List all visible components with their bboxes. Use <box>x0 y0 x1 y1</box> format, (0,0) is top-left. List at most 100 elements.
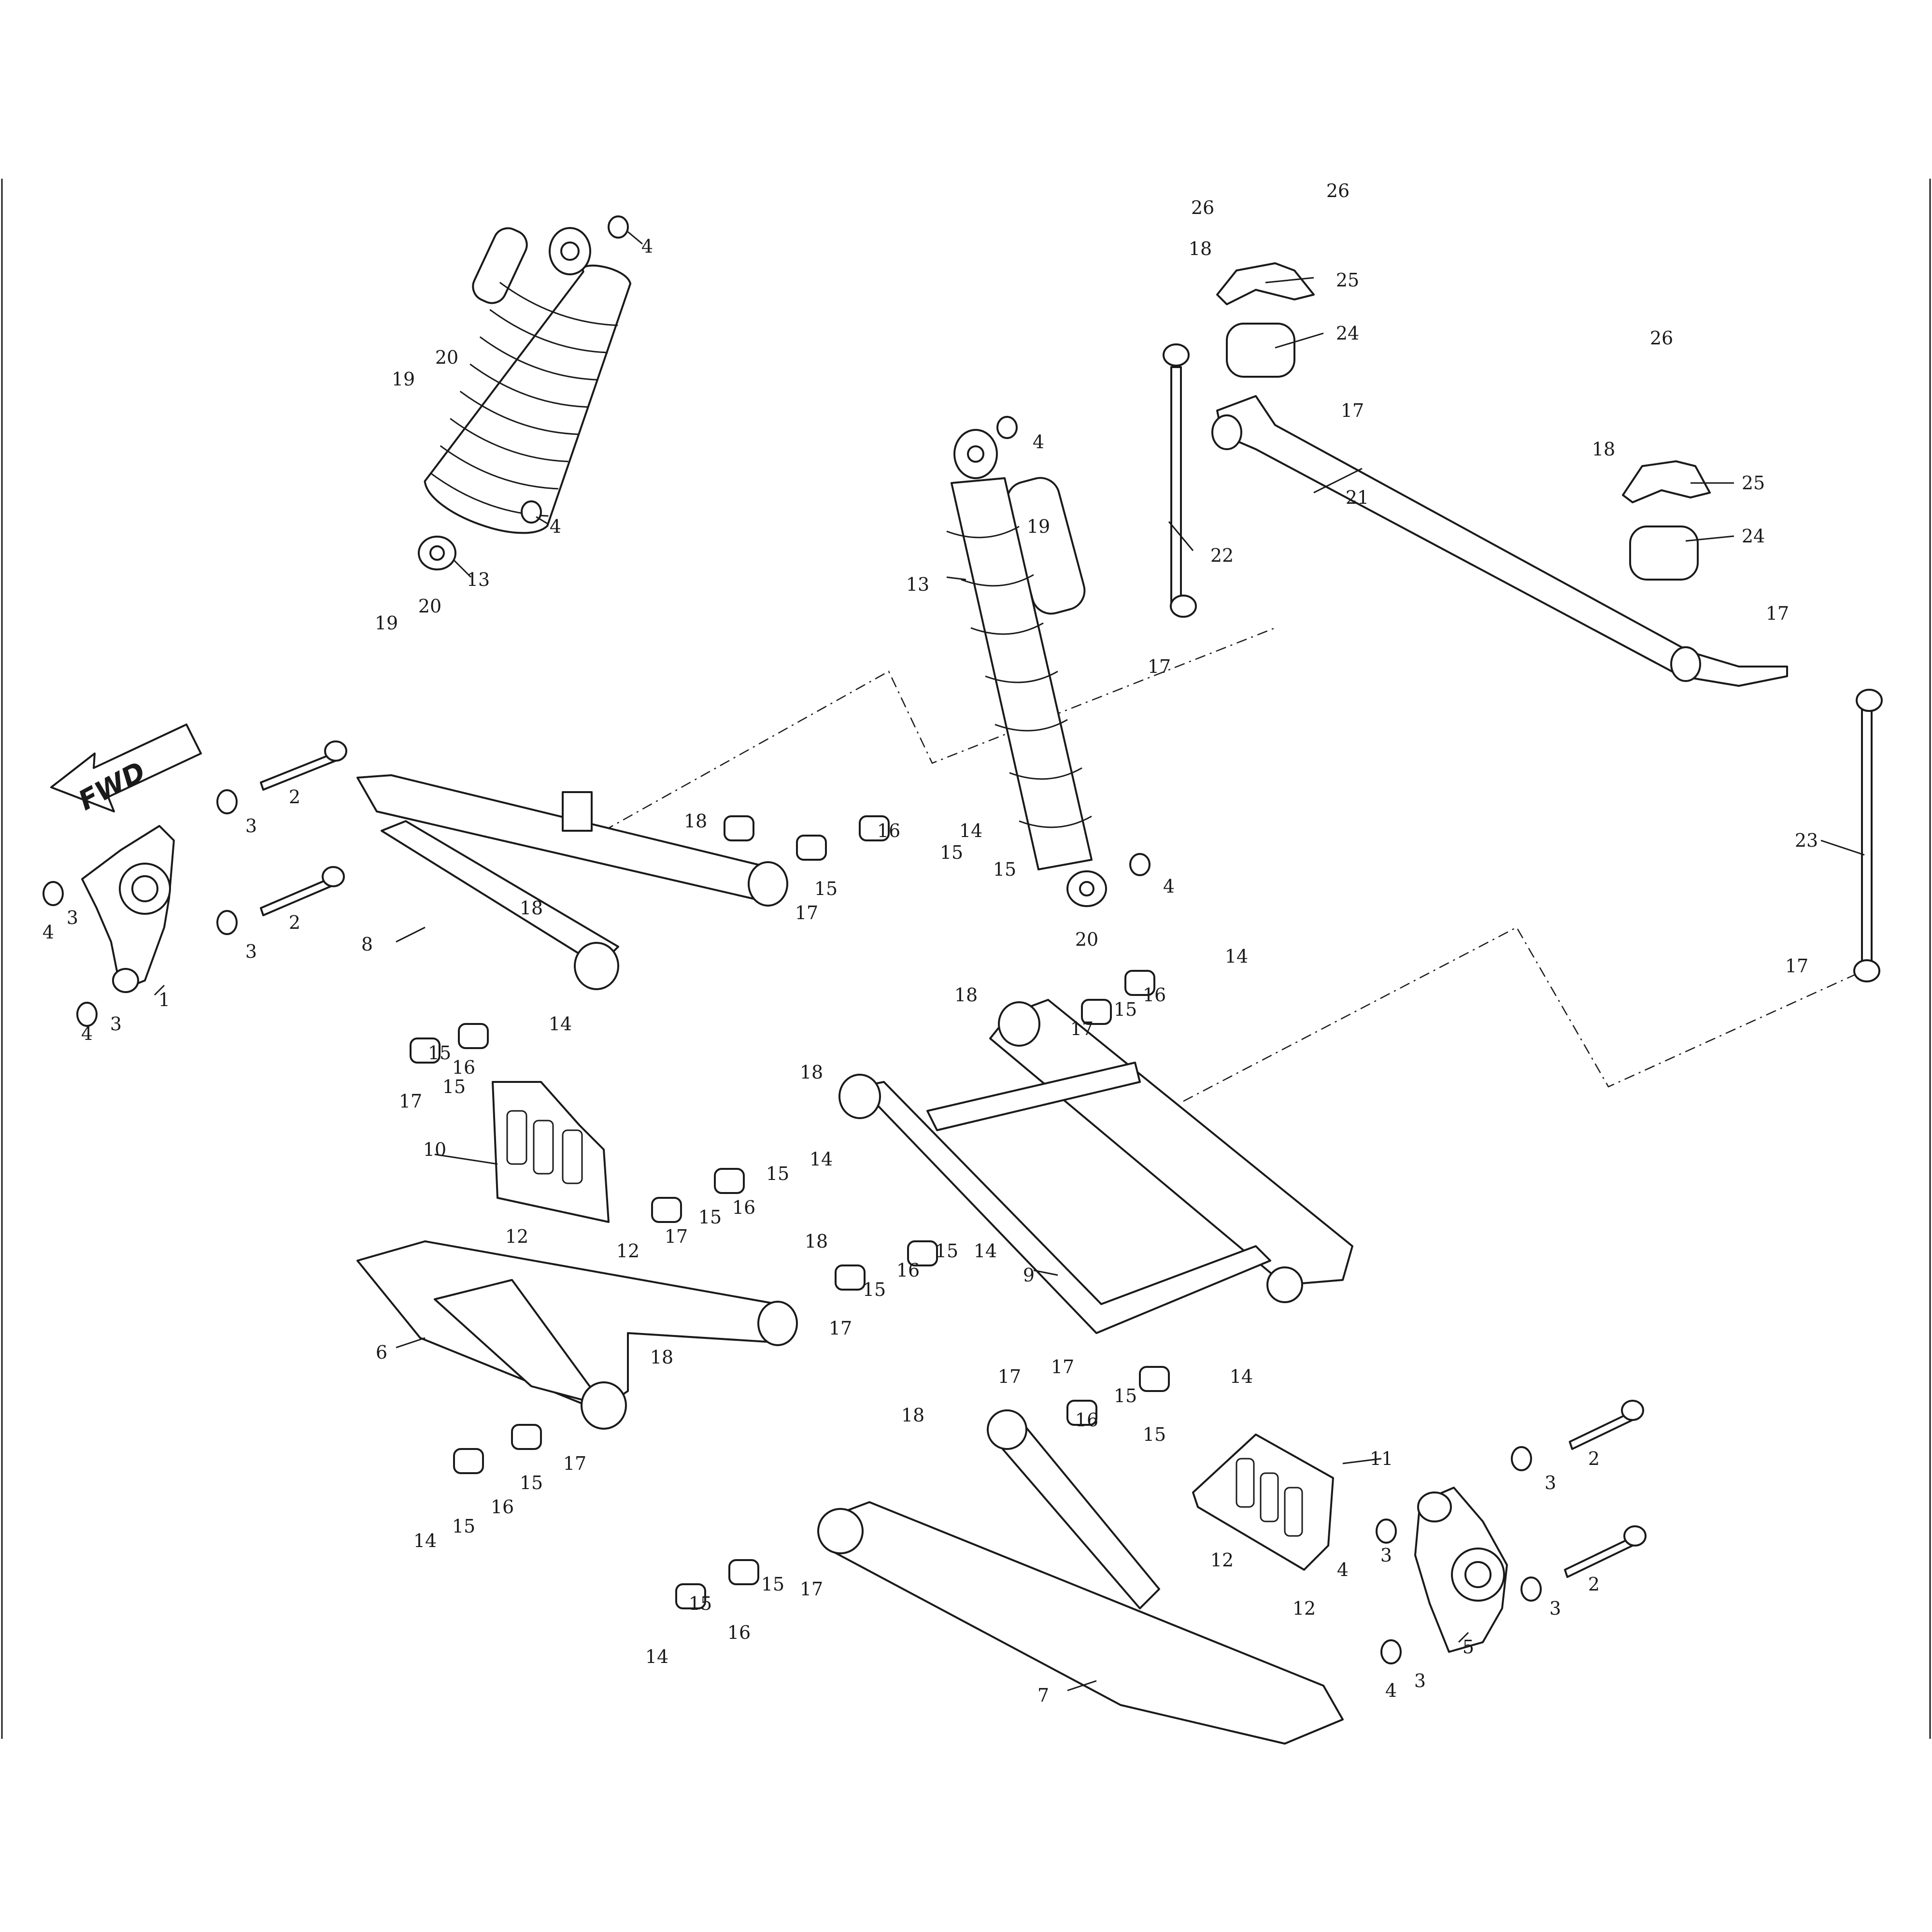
shock-absorber-left <box>418 227 632 570</box>
callout-16: 16 <box>732 1197 756 1218</box>
callout-4: 4 <box>1032 431 1045 453</box>
stabilizer-link-right <box>1853 689 1883 982</box>
callout-26: 26 <box>1649 327 1674 349</box>
upper-control-arm-front <box>838 999 1353 1334</box>
callout-4: 4 <box>1163 876 1175 897</box>
callout-15: 15 <box>766 1163 790 1184</box>
callout-9: 9 <box>1023 1264 1035 1286</box>
callout-18: 18 <box>1188 238 1212 259</box>
callout-3: 3 <box>1549 1598 1562 1619</box>
centerline-shock-front <box>1183 926 1875 1102</box>
callout-16: 16 <box>452 1057 476 1078</box>
callout-3: 3 <box>66 907 79 928</box>
callout-17: 17 <box>1765 603 1790 624</box>
callout-19: 19 <box>391 369 415 390</box>
callout-1: 1 <box>158 989 170 1010</box>
centerline-shock-rear <box>603 627 1276 832</box>
callout-15: 15 <box>862 1279 886 1300</box>
callout-23: 23 <box>1794 830 1818 851</box>
clamp-bracket-upper <box>1216 262 1315 378</box>
callout-25: 25 <box>1335 270 1360 291</box>
callout-8: 8 <box>361 934 373 955</box>
callout-15: 15 <box>1113 1385 1137 1406</box>
callout-18: 18 <box>799 1062 824 1083</box>
callout-15: 15 <box>452 1516 476 1537</box>
callout-4: 4 <box>1336 1559 1349 1580</box>
callout-5: 5 <box>1462 1636 1475 1658</box>
lower-control-arm-rear <box>356 1240 798 1430</box>
callout-15: 15 <box>1142 1424 1166 1445</box>
callout-15: 15 <box>939 842 964 863</box>
callout-17: 17 <box>795 902 819 923</box>
callout-14: 14 <box>1229 1366 1253 1387</box>
callout-17: 17 <box>1340 400 1364 421</box>
callout-18: 18 <box>954 984 978 1006</box>
callout-17: 17 <box>398 1091 423 1112</box>
callout-14: 14 <box>959 820 983 841</box>
callout-17: 17 <box>664 1226 688 1247</box>
callout-15: 15 <box>814 878 838 899</box>
callout-18: 18 <box>1591 439 1616 460</box>
callout-18: 18 <box>650 1347 674 1368</box>
callout-12: 12 <box>1292 1598 1316 1619</box>
callout-17: 17 <box>828 1318 852 1339</box>
callout-7: 7 <box>1037 1685 1050 1706</box>
callout-16: 16 <box>877 820 901 841</box>
callout-18: 18 <box>804 1231 828 1252</box>
callout-21: 21 <box>1345 487 1369 508</box>
callout-18: 18 <box>519 897 543 919</box>
callout-4: 4 <box>549 516 562 537</box>
callout-15: 15 <box>1113 999 1137 1020</box>
callout-15: 15 <box>761 1574 785 1595</box>
callout-3: 3 <box>1380 1545 1392 1566</box>
callout-10: 10 <box>423 1139 447 1160</box>
callout-17: 17 <box>799 1578 824 1600</box>
skid-plate-front <box>1192 1434 1334 1571</box>
callout-17: 17 <box>1147 656 1171 677</box>
callout-20: 20 <box>1075 929 1099 950</box>
callout-18: 18 <box>901 1405 925 1426</box>
stabilizer-link-left <box>1163 343 1197 618</box>
callout-26: 26 <box>1326 180 1350 201</box>
callout-4: 4 <box>641 236 653 257</box>
callout-16: 16 <box>1142 984 1166 1006</box>
callout-14: 14 <box>413 1530 437 1551</box>
callout-3: 3 <box>245 941 257 962</box>
callout-25: 25 <box>1741 472 1765 494</box>
leader-lines <box>154 231 1865 1691</box>
callout-12: 12 <box>505 1226 529 1247</box>
callout-14: 14 <box>548 1013 572 1035</box>
callout-24: 24 <box>1741 526 1765 547</box>
stabilizer-bar <box>1211 395 1788 687</box>
callout-22: 22 <box>1210 545 1234 566</box>
callout-14: 14 <box>645 1646 669 1667</box>
callout-15: 15 <box>993 859 1017 880</box>
clamp-bracket-right <box>1622 460 1711 581</box>
callout-19: 19 <box>1026 516 1051 537</box>
callout-2: 2 <box>1588 1448 1600 1469</box>
callout-2: 2 <box>288 912 301 933</box>
callout-14: 14 <box>809 1149 833 1170</box>
callout-24: 24 <box>1335 323 1360 344</box>
callout-4: 4 <box>1385 1680 1397 1701</box>
callout-17: 17 <box>1070 1018 1094 1039</box>
callout-12: 12 <box>616 1240 640 1262</box>
callout-17: 17 <box>1785 955 1809 977</box>
callout-2: 2 <box>1588 1574 1600 1595</box>
callout-16: 16 <box>1075 1409 1099 1431</box>
callout-26: 26 <box>1191 197 1215 218</box>
callout-14: 14 <box>1224 946 1249 967</box>
callout-15: 15 <box>688 1593 712 1614</box>
callout-15: 15 <box>698 1207 722 1228</box>
callout-3: 3 <box>1544 1472 1557 1493</box>
callout-15: 15 <box>935 1240 959 1262</box>
callout-4: 4 <box>81 1023 93 1044</box>
callout-20: 20 <box>435 347 459 368</box>
callout-18: 18 <box>683 810 708 832</box>
shock-absorber-center <box>946 429 1107 907</box>
upper-control-arm-rear <box>356 774 788 990</box>
callout-17: 17 <box>1051 1356 1075 1378</box>
callout-15: 15 <box>519 1472 543 1493</box>
